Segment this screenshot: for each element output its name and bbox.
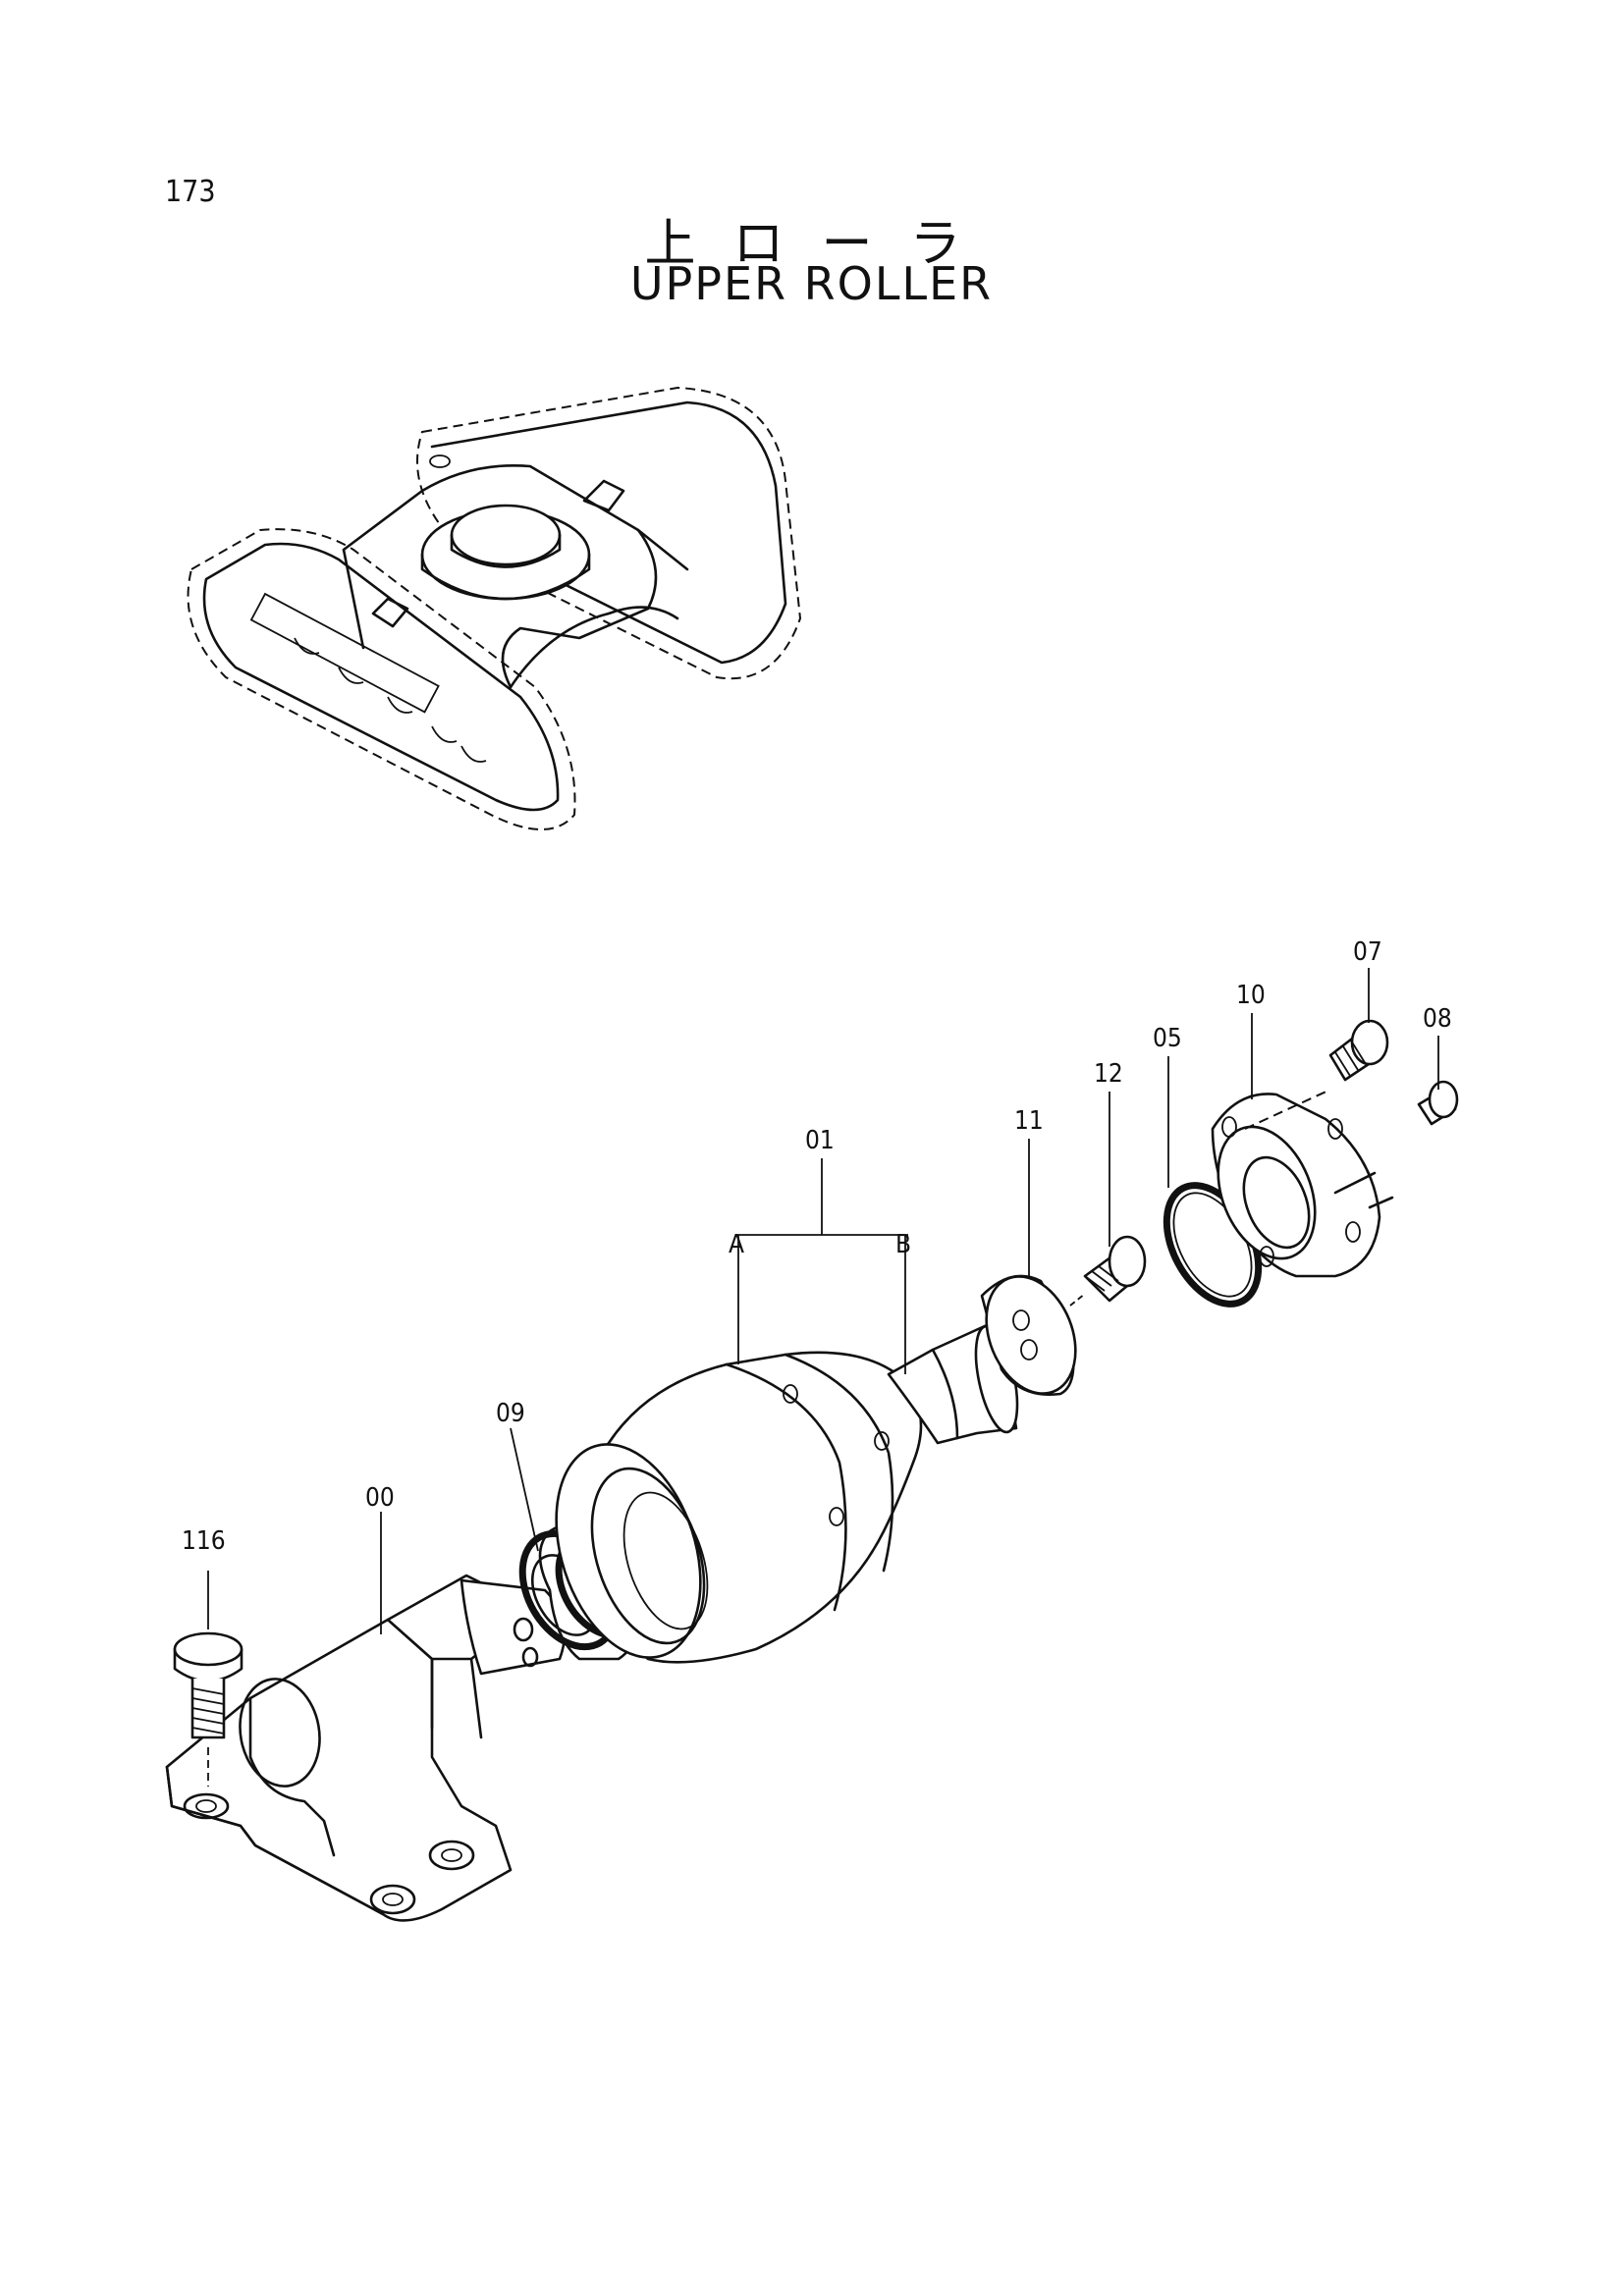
part-11-plate — [980, 1274, 1077, 1396]
callout-11: 11 — [1014, 1106, 1044, 1136]
part-08-plug — [1417, 1080, 1459, 1126]
callout-116: 116 — [182, 1526, 226, 1556]
part-01-roller — [555, 1323, 1019, 1664]
part-07-bolt — [1328, 1019, 1389, 1082]
callout-10: 10 — [1236, 981, 1266, 1010]
callout-09: 09 — [496, 1399, 525, 1428]
part-116-bolt — [173, 1631, 243, 1787]
callout-12: 12 — [1094, 1059, 1123, 1089]
callout-labels: 116 00 09 01 A B 11 12 05 10 07 08 — [182, 937, 1452, 1556]
undercarriage-overview — [187, 386, 802, 830]
callout-00: 00 — [365, 1483, 395, 1513]
leader-lines — [207, 968, 1439, 1634]
title-english: UPPER ROLLER — [629, 257, 994, 310]
part-00-bracket — [165, 1574, 567, 1922]
callout-07: 07 — [1353, 937, 1382, 967]
part-10-cover — [1211, 1089, 1394, 1278]
callout-01-a: A — [729, 1230, 744, 1259]
title-japanese: 上ローラ — [644, 215, 999, 274]
callout-08: 08 — [1423, 1004, 1452, 1034]
page-number: 173 — [165, 175, 216, 209]
callout-01: 01 — [805, 1126, 835, 1155]
part-12-bolt — [1069, 1235, 1147, 1307]
callout-05: 05 — [1153, 1024, 1182, 1053]
callout-01-b: B — [895, 1230, 911, 1259]
